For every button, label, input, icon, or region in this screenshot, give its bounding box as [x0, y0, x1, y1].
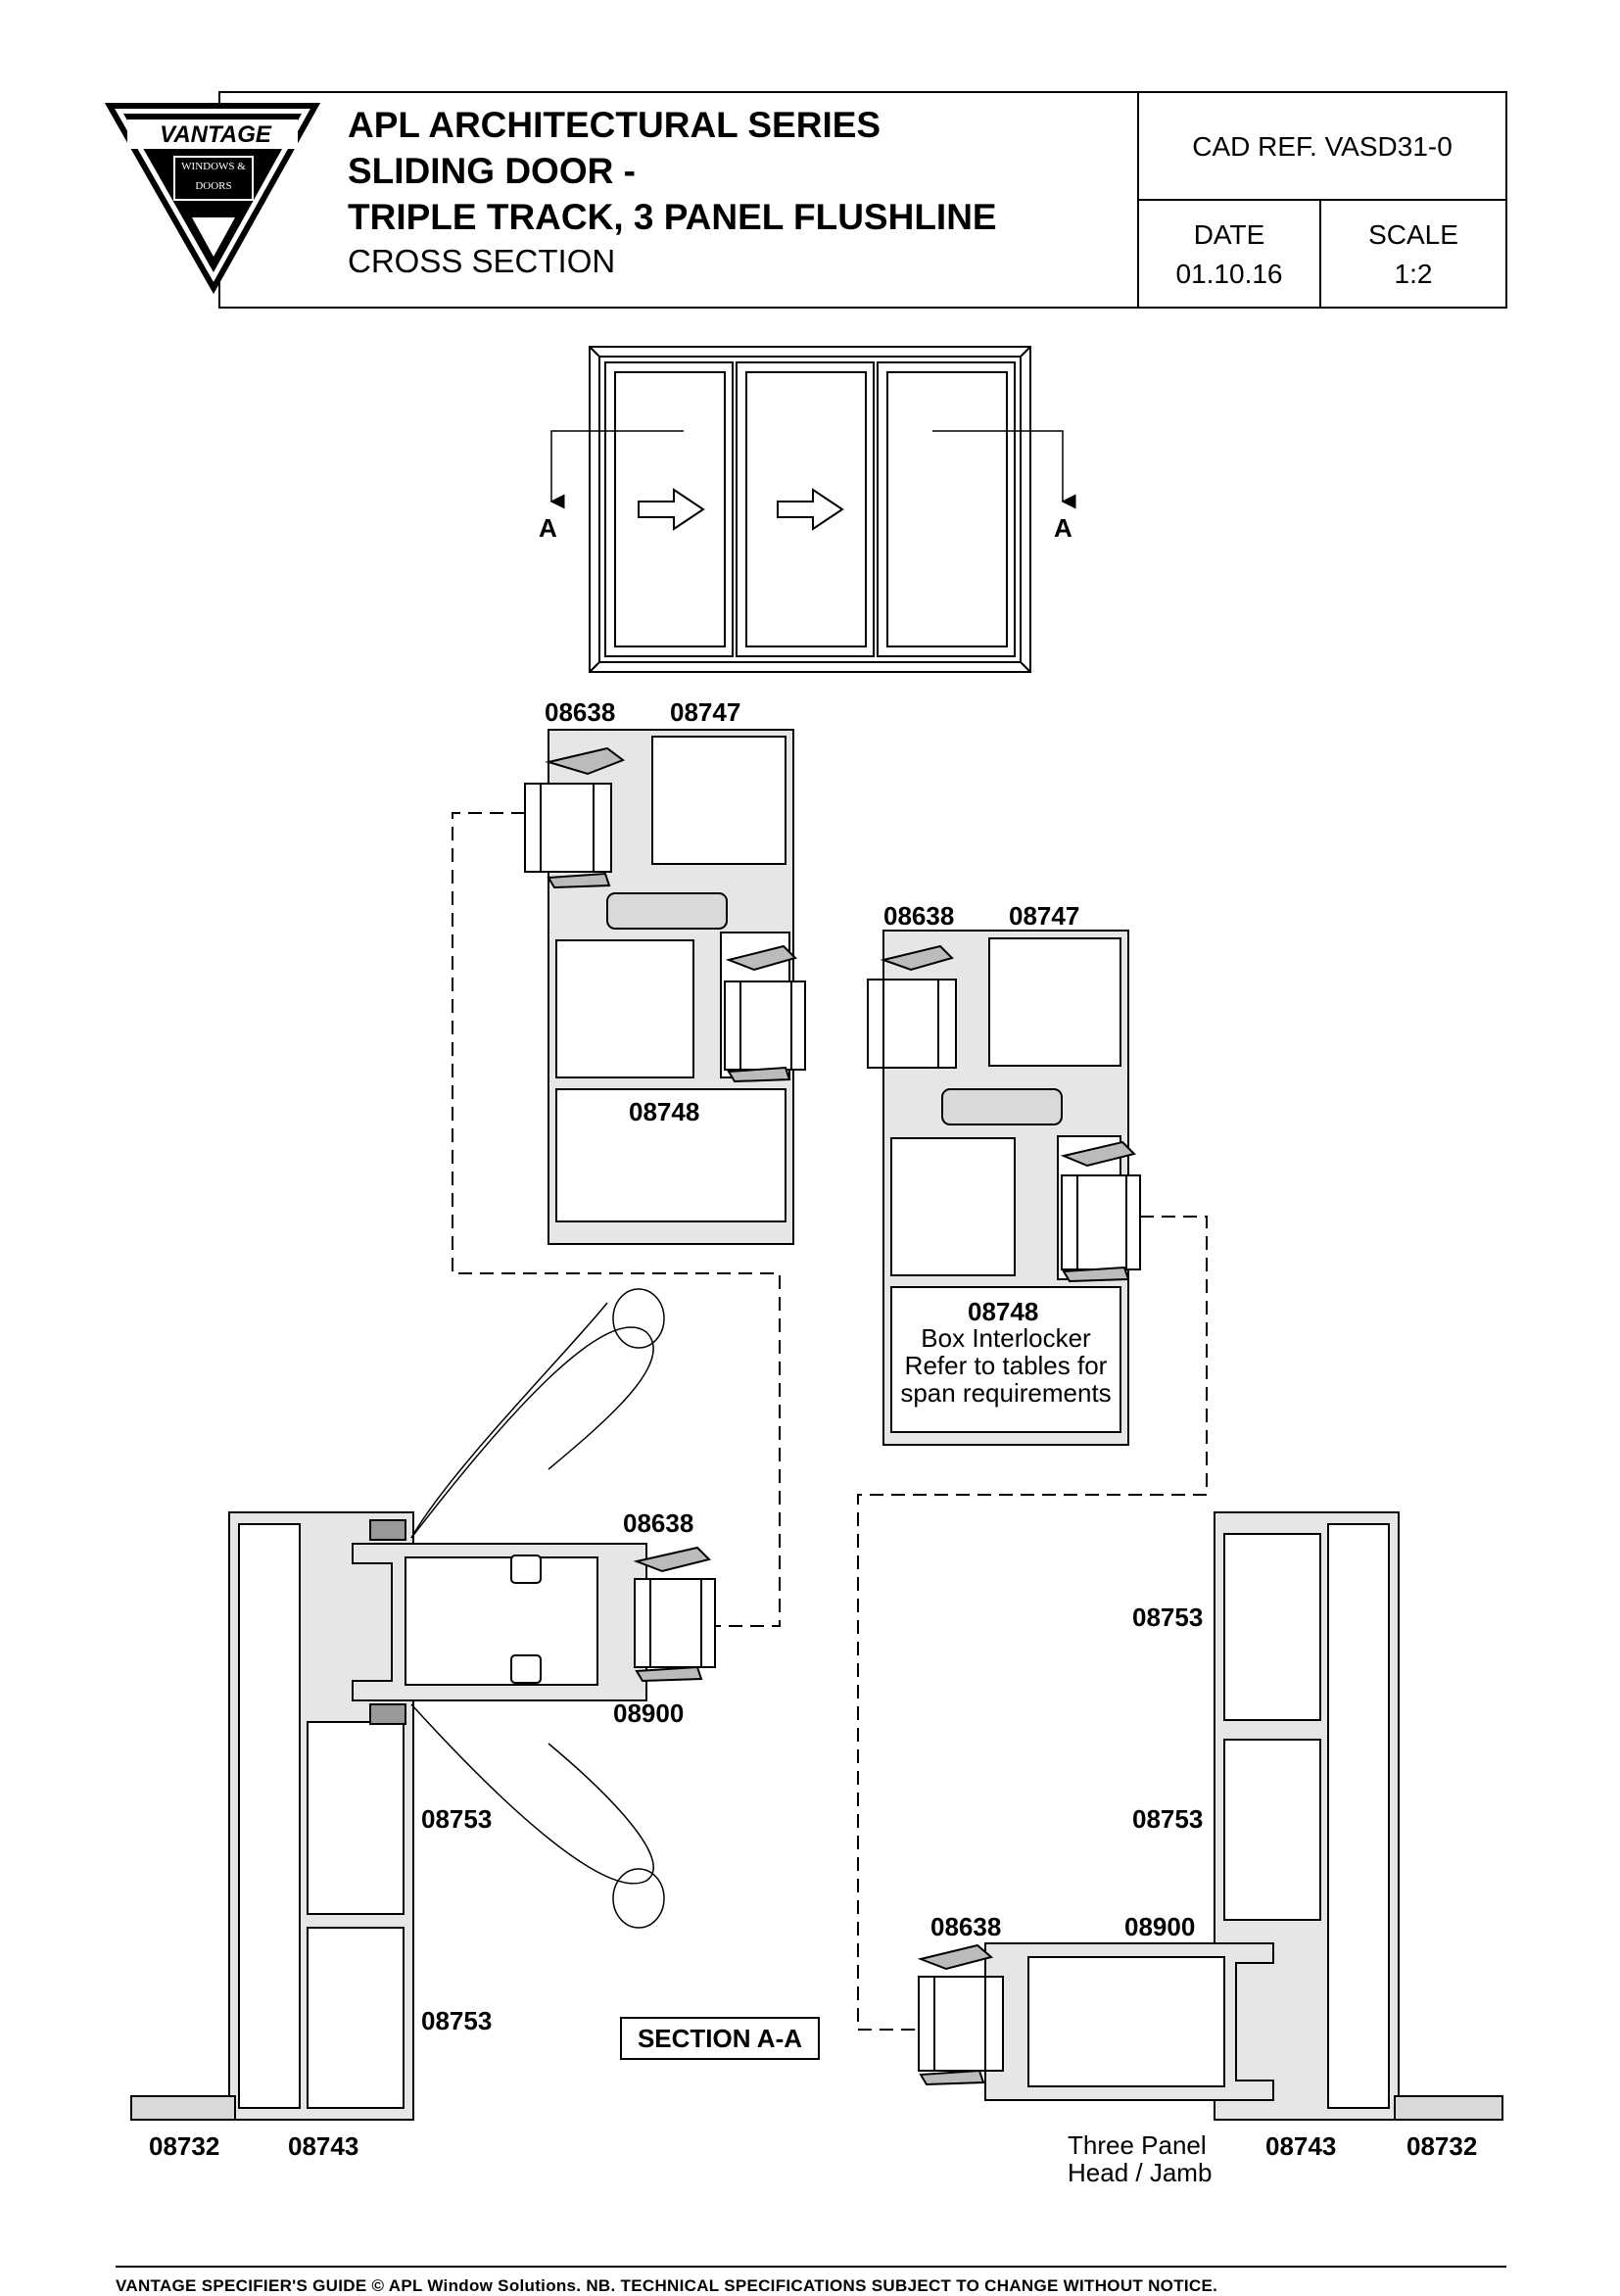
section-label: SECTION A-A: [637, 2024, 803, 2053]
part-label: 08743: [288, 2131, 359, 2161]
logo-sub2: DOORS: [195, 180, 232, 192]
logo-brand: VANTAGE: [160, 121, 271, 148]
part-label: 08638: [623, 1508, 694, 1538]
part-label: 08900: [1124, 1912, 1196, 1941]
section-label-box: [620, 2017, 820, 2060]
head-jamb-line1: Three Panel: [1068, 2130, 1207, 2160]
section-cut-lines: [549, 430, 1076, 509]
interlocker-section-right: [867, 930, 1141, 1446]
part-label: 08732: [1406, 2131, 1478, 2161]
drawing-subtitle: CROSS SECTION: [348, 243, 616, 279]
door-elevation: [589, 346, 1031, 673]
part-label: 08732: [149, 2131, 220, 2161]
scale-value: 1:2: [1394, 259, 1433, 289]
box-note-line2: Refer to tables for: [904, 1351, 1108, 1380]
part-label: 08753: [421, 2006, 493, 2035]
part-label: 08638: [883, 901, 955, 931]
logo-sub1: WINDOWS &: [181, 161, 246, 172]
drawing-title-line1: APL ARCHITECTURAL SERIES: [348, 105, 881, 145]
date-value: 01.10.16: [1175, 259, 1283, 289]
part-label: 08748: [968, 1297, 1039, 1326]
dashed-leaders: [452, 812, 1208, 2031]
part-label: 08748: [629, 1097, 700, 1126]
part-label: 08638: [545, 697, 616, 727]
jamb-section-left: [130, 1288, 716, 2121]
part-label: 08747: [1009, 901, 1080, 931]
part-label: 08638: [930, 1912, 1002, 1941]
footer-disclaimer: VANTAGE SPECIFIER'S GUIDE © APL Window S…: [116, 2276, 1218, 2295]
drawing-title-line3: TRIPLE TRACK, 3 PANEL FLUSHLINE: [348, 197, 997, 237]
part-label: 08753: [1132, 1804, 1204, 1834]
section-mark-left: A: [539, 513, 557, 543]
date-label: DATE: [1193, 219, 1265, 250]
box-note-line3: span requirements: [900, 1378, 1112, 1408]
head-jamb-line2: Head / Jamb: [1068, 2158, 1213, 2187]
cad-ref: CAD REF. VASD31-0: [1192, 131, 1453, 162]
part-label: 08753: [421, 1804, 493, 1834]
part-label: 08753: [1132, 1602, 1204, 1632]
jamb-section-right: [917, 1511, 1503, 2121]
drawing-title-line2: SLIDING DOOR -: [348, 151, 636, 191]
box-note-line1: Box Interlocker: [921, 1323, 1091, 1353]
interlocker-section-left: [524, 729, 806, 1245]
section-mark-right: A: [1054, 513, 1072, 543]
part-label: 08747: [670, 697, 741, 727]
scale-label: SCALE: [1368, 219, 1458, 250]
part-label: 08743: [1265, 2131, 1337, 2161]
part-label: 08900: [613, 1698, 685, 1728]
vantage-logo: [104, 103, 321, 295]
